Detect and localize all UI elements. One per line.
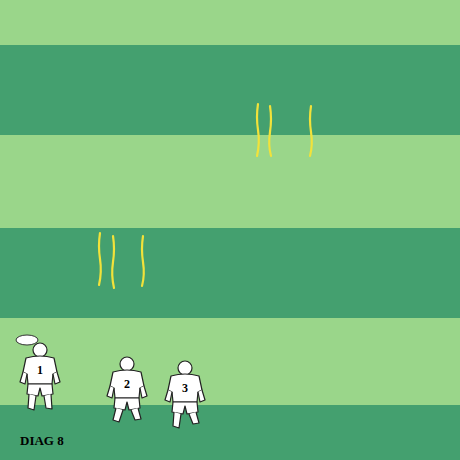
field-stripe — [0, 405, 460, 460]
callout-number: 1 — [37, 364, 43, 376]
player-figure — [107, 357, 147, 422]
players — [20, 343, 205, 428]
diagram-caption: DIAG 8 — [20, 434, 64, 447]
field-stripe — [0, 228, 460, 318]
pole-group — [99, 104, 312, 288]
callout-number: 2 — [124, 378, 130, 390]
player-figure — [20, 343, 60, 410]
rugby-ball — [16, 335, 38, 345]
callout-number: 3 — [182, 382, 188, 394]
player-figure — [165, 361, 205, 428]
field-stripe — [0, 45, 460, 135]
